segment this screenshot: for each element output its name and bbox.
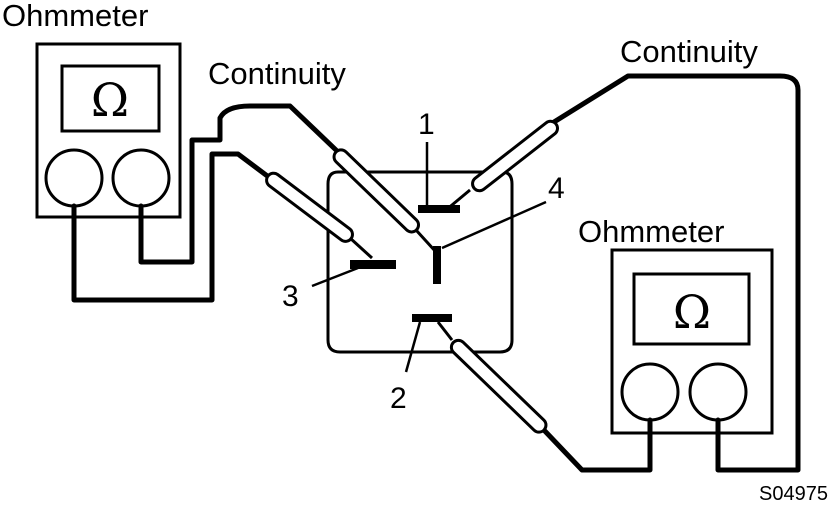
continuity-right-label: Continuity: [620, 34, 758, 69]
leader-3: [311, 266, 359, 288]
ohmmeter-right-icon: Ω: [610, 248, 774, 435]
leader-2: [404, 321, 422, 373]
terminal-2: [412, 314, 452, 322]
terminal-3-label: 3: [282, 280, 299, 313]
terminal-3: [350, 260, 396, 269]
ohm-symbol-left: Ω: [91, 73, 129, 127]
ohm-symbol-right: Ω: [673, 285, 711, 339]
ohmmeter-left-label: Ohmmeter: [2, 0, 148, 33]
continuity-left-label: Continuity: [208, 56, 346, 91]
ohmmeter-right-label: Ohmmeter: [578, 214, 724, 249]
wire-left-b: [138, 103, 339, 265]
leader-4: [441, 200, 547, 250]
terminal-2-label: 2: [390, 382, 407, 415]
terminal-1-label: 1: [418, 108, 435, 141]
wire-right-bottom: [539, 417, 653, 473]
terminal-4-label: 4: [548, 172, 565, 205]
wire-left-a: [71, 151, 273, 303]
test-probe-icon: [436, 321, 548, 434]
terminal-4: [433, 246, 441, 284]
relay-body: [326, 170, 514, 354]
figure-code: S04975: [759, 483, 828, 505]
ohmmeter-left-icon: Ω: [35, 42, 182, 219]
test-probe-icon: [265, 171, 374, 260]
wire-right-top: [551, 73, 801, 473]
terminal-1: [418, 205, 460, 213]
test-probe-icon: [332, 148, 438, 254]
